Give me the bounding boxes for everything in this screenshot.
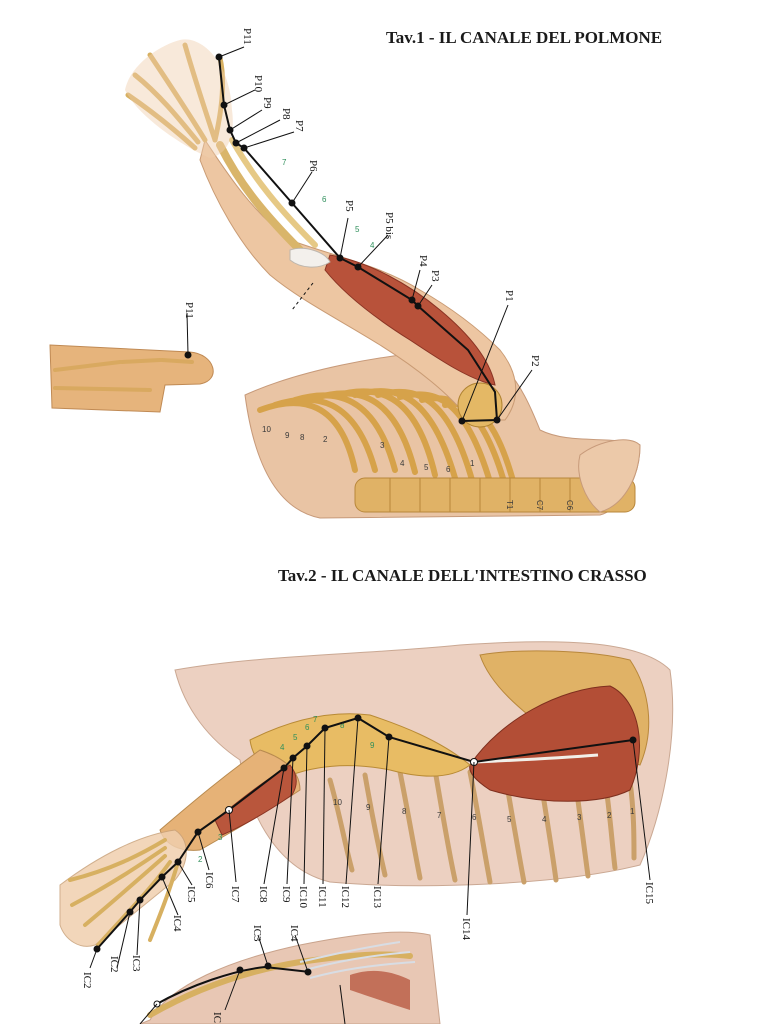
point-label-ic6: IC6 bbox=[203, 872, 215, 889]
svg-text:5: 5 bbox=[507, 815, 512, 824]
leader-lines bbox=[89, 717, 651, 969]
point-label-ic5: IC5 bbox=[185, 886, 197, 903]
point-label-ic3: IC3 bbox=[130, 955, 142, 972]
forearm-muscle bbox=[214, 764, 297, 836]
hand-skeleton bbox=[125, 42, 225, 151]
svg-text:7: 7 bbox=[282, 158, 287, 167]
svg-text:5: 5 bbox=[355, 225, 360, 234]
svg-text:3: 3 bbox=[577, 813, 582, 822]
point-label-ic14: IC14 bbox=[460, 918, 472, 941]
point-label-p1: P1 bbox=[503, 290, 515, 302]
point-label-ic8: IC8 bbox=[257, 886, 269, 903]
deltoid-tendon bbox=[475, 753, 599, 764]
svg-text:10: 10 bbox=[262, 425, 271, 434]
point-label-ic10: IC10 bbox=[297, 886, 309, 909]
svg-text:4: 4 bbox=[280, 743, 285, 752]
svg-text:4: 4 bbox=[370, 241, 375, 250]
svg-text:1: 1 bbox=[470, 459, 475, 468]
shoulder-joint bbox=[457, 382, 503, 428]
point-label-p9: P9 bbox=[261, 97, 273, 109]
forearm bbox=[159, 749, 301, 851]
green-markers: 2 3 4 5 6 7 8 9 bbox=[198, 715, 375, 864]
forearm-bones bbox=[216, 141, 304, 254]
svg-text:3: 3 bbox=[380, 441, 385, 450]
point-label-ic12: IC12 bbox=[339, 886, 351, 908]
point-label-p5bis: P5 bis bbox=[383, 212, 395, 239]
hand-skeleton bbox=[68, 838, 180, 947]
leader-lines bbox=[218, 46, 533, 422]
point-label-p3: P3 bbox=[429, 270, 441, 282]
svg-text:2: 2 bbox=[198, 855, 203, 864]
thumb-inset: P11 bbox=[49, 302, 214, 413]
svg-text:4: 4 bbox=[542, 815, 547, 824]
forearm-muscle bbox=[324, 254, 496, 386]
point-label-ic4: IC4 bbox=[171, 915, 183, 932]
rib-numbers: 10 9 8 2 3 4 5 6 1 bbox=[262, 425, 475, 474]
point-label-ic2: IC2 bbox=[81, 972, 93, 989]
svg-text:9: 9 bbox=[370, 741, 375, 750]
head-outline bbox=[578, 439, 641, 513]
inset-label-ic4: IC4 bbox=[288, 925, 300, 942]
svg-text:10: 10 bbox=[333, 798, 342, 807]
svg-text:1: 1 bbox=[630, 807, 635, 816]
spine: T1 C7 C6 C5 bbox=[354, 477, 636, 513]
svg-text:9: 9 bbox=[366, 803, 371, 812]
svg-text:7: 7 bbox=[313, 715, 318, 724]
plate2-title: Tav.2 - IL CANALE DELL'INTESTINO CRASSO bbox=[278, 566, 647, 585]
vertebra-label: T1 bbox=[505, 500, 514, 510]
point-label-p5: P5 bbox=[343, 200, 355, 212]
svg-text:6: 6 bbox=[472, 813, 477, 822]
point-label-p7: P7 bbox=[293, 120, 305, 132]
inset-label-p11: P11 bbox=[183, 302, 195, 319]
hand-skin bbox=[125, 39, 233, 159]
svg-text:6: 6 bbox=[322, 195, 327, 204]
point-label-p4: P4 bbox=[417, 255, 429, 267]
svg-text:6: 6 bbox=[446, 465, 451, 474]
green-markers: 7 6 5 4 bbox=[282, 158, 375, 250]
rib-numbers: 10 9 8 7 6 5 4 3 2 1 bbox=[333, 798, 635, 824]
hand bbox=[59, 829, 187, 947]
svg-text:9: 9 bbox=[285, 431, 290, 440]
point-label-ic15: IC15 bbox=[643, 882, 655, 905]
svg-text:2: 2 bbox=[607, 811, 612, 820]
hand-inset: IC3 IC4 IC bbox=[139, 925, 441, 1024]
svg-text:7: 7 bbox=[437, 811, 442, 820]
point-label-p8: P8 bbox=[280, 108, 292, 120]
plate1-title: Tav.1 - IL CANALE DEL POLMONE bbox=[386, 28, 663, 47]
vertebra-label: C6 bbox=[565, 500, 574, 511]
svg-text:8: 8 bbox=[300, 433, 305, 442]
inset-label-ic1: IC bbox=[211, 1012, 223, 1023]
point-label-p6: P6 bbox=[307, 160, 319, 172]
point-label-ic11: IC11 bbox=[316, 886, 328, 908]
point-label-p2: P2 bbox=[529, 355, 541, 367]
svg-text:5: 5 bbox=[293, 733, 298, 742]
point-label-ic3-small: IC2 bbox=[108, 956, 120, 973]
svg-text:2: 2 bbox=[323, 435, 328, 444]
point-label-p11: P11 bbox=[241, 28, 253, 45]
elbow-tendon bbox=[289, 247, 331, 268]
point-label-p10: P10 bbox=[252, 75, 264, 93]
svg-text:4: 4 bbox=[400, 459, 405, 468]
vertebra-label: C7 bbox=[535, 500, 544, 511]
plate1-illustration: T1 C7 C6 C5 10 9 8 2 3 4 5 6 1 7 6 5 4 bbox=[49, 28, 641, 519]
point-label-ic13: IC13 bbox=[371, 886, 383, 909]
svg-text:8: 8 bbox=[402, 807, 407, 816]
point-label-ic9: IC9 bbox=[280, 886, 292, 903]
svg-text:8: 8 bbox=[340, 721, 345, 730]
svg-text:3: 3 bbox=[218, 833, 223, 842]
deltoid-muscle bbox=[469, 685, 640, 802]
svg-text:6: 6 bbox=[305, 723, 310, 732]
svg-text:5: 5 bbox=[424, 463, 429, 472]
point-label-ic7: IC7 bbox=[229, 886, 241, 903]
plate2-illustration: 10 9 8 7 6 5 4 3 2 1 2 3 4 5 6 7 8 9 bbox=[59, 641, 674, 1024]
inset-label-ic3: IC3 bbox=[251, 925, 263, 942]
